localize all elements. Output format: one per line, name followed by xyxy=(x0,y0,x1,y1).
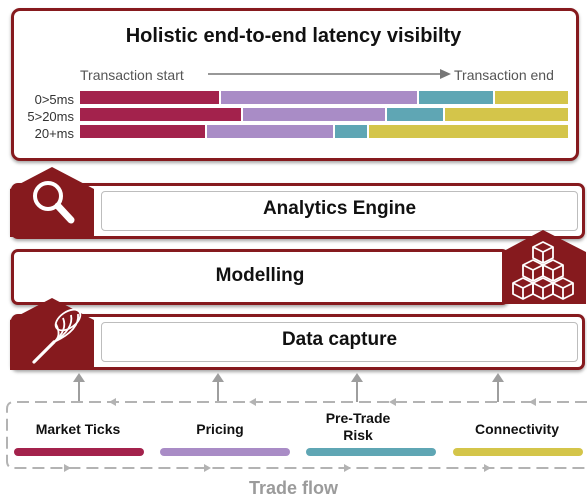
stage-bar-connectivity xyxy=(453,448,583,456)
magnifier-icon xyxy=(8,165,100,239)
latency-segment xyxy=(221,91,418,104)
trade-flow-connectors xyxy=(0,370,587,475)
stage-label-pre-trade-risk: Pre-Trade Risk xyxy=(325,410,391,443)
latency-segment xyxy=(494,91,568,104)
modelling-band xyxy=(11,249,509,305)
latency-segment xyxy=(80,125,206,138)
stage-bar-pricing xyxy=(160,448,290,456)
modelling-label: Modelling xyxy=(215,265,305,286)
latency-segment xyxy=(334,125,368,138)
row-label: 5>20ms xyxy=(27,109,74,124)
timeline-arrow xyxy=(208,66,452,82)
stage-label-market-ticks: Market Ticks xyxy=(35,421,121,437)
net-icon xyxy=(8,296,100,370)
diagram-title: Holistic end-to-end latency visibilty xyxy=(125,25,462,47)
latency-segment xyxy=(369,125,568,138)
stage-bar-market-ticks xyxy=(14,448,144,456)
latency-segment xyxy=(207,125,333,138)
latency-bars xyxy=(80,91,570,143)
row-label: 0>5ms xyxy=(34,92,74,107)
transaction-end-label: Transaction end xyxy=(454,67,554,83)
analytics-engine-inner xyxy=(101,191,578,231)
stage-label-connectivity: Connectivity xyxy=(474,421,559,437)
analytics-engine-label: Analytics Engine xyxy=(262,198,417,219)
latency-segment xyxy=(419,91,493,104)
trade-flow-label: Trade flow xyxy=(248,478,338,498)
transaction-start-label: Transaction start xyxy=(80,67,184,83)
latency-segment xyxy=(80,108,242,121)
stage-bar-pre-trade-risk xyxy=(306,448,436,456)
cubes-icon xyxy=(500,228,587,304)
stage-label-pricing: Pricing xyxy=(196,421,244,437)
latency-segment xyxy=(80,91,220,104)
row-label: 20+ms xyxy=(34,126,74,141)
data-capture-inner xyxy=(101,322,578,362)
latency-segment xyxy=(445,108,568,121)
data-capture-label: Data capture xyxy=(281,329,398,350)
latency-segment xyxy=(387,108,444,121)
latency-segment xyxy=(243,108,386,121)
